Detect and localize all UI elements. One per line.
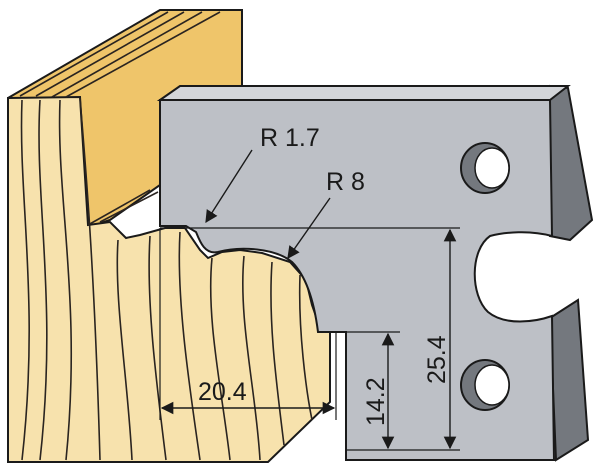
wood-grain-line [178,231,201,461]
wood-grain-line [38,99,48,461]
wood-grain-line [209,257,231,461]
wood-top-grain [87,189,151,226]
height-total-label: 25.4 [423,335,451,384]
lower-mounting-hole [460,359,510,411]
wood-grain-line [270,261,285,446]
wood-grain-line [148,235,167,461]
blade-top-edge [156,85,571,101]
wood-top-grain [65,11,221,98]
width-label: 20.4 [198,378,247,406]
blade-side-face [548,84,594,462]
wood-top-grain [19,11,169,97]
radius-large-leader [287,197,331,260]
wood-grain-line [58,99,73,461]
wood-workpiece [7,9,331,463]
upper-mounting-hole [460,142,510,194]
wood-grain-line [20,99,30,461]
wood-grain-line [241,255,261,461]
dimension-lines [159,149,460,451]
wood-grain-line [116,239,133,461]
radius-small-leader [205,149,253,224]
wood-grain-line [79,97,101,461]
wood-top-grain [35,11,185,97]
height-low-label: 14.2 [362,377,390,426]
radius-small-label: R 1.7 [260,124,320,152]
wood-top-grain [99,191,159,223]
radius-large-label: R 8 [326,168,365,196]
wood-top-grain [51,11,203,98]
